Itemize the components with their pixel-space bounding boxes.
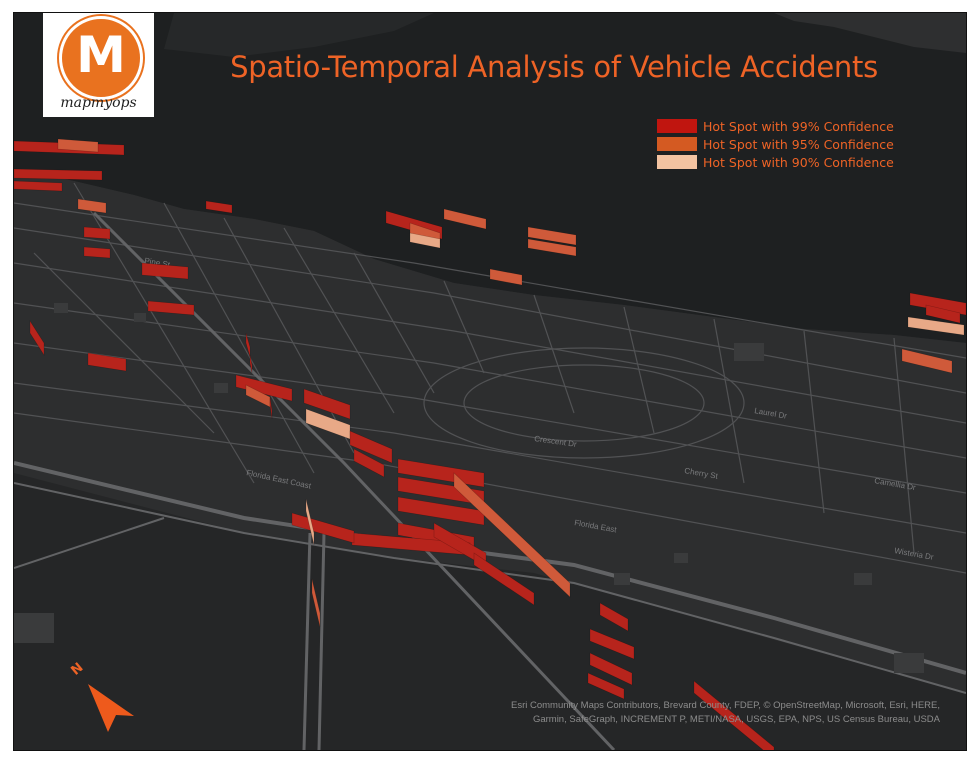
hotspot-bar [83, 246, 111, 259]
map-canvas[interactable]: Florida East Coast Florida East Crescent… [14, 13, 966, 750]
hotspot-bar [303, 388, 351, 420]
hotspot-bar [57, 138, 99, 153]
legend-label: Hot Spot with 90% Confidence [703, 154, 894, 170]
hotspot-bar [235, 374, 293, 402]
hotspot-bar [453, 472, 571, 598]
legend-item: Hot Spot with 90% Confidence [657, 153, 894, 171]
hotspot-bar [77, 198, 107, 214]
hotspot-bar [599, 602, 629, 632]
hotspot-bar [349, 430, 393, 464]
hotspot-bar [901, 348, 953, 374]
hotspot-bar [909, 292, 966, 316]
attribution-line: Esri Community Maps Contributors, Brevar… [510, 700, 940, 711]
hotspot-bar [443, 208, 487, 230]
hotspot-bar [589, 652, 633, 686]
hotspot-bar [147, 300, 195, 316]
hotspot-bar [353, 448, 385, 478]
hotspot-bar [489, 268, 523, 286]
legend-label: Hot Spot with 99% Confidence [703, 118, 894, 134]
hotspot-bar [311, 578, 321, 628]
hotspot-bar [693, 680, 775, 750]
hotspot-bar [397, 458, 485, 488]
logo-wordmark: mapmyops [60, 95, 137, 111]
legend-label: Hot Spot with 95% Confidence [703, 136, 894, 152]
legend-swatch-99 [657, 119, 697, 133]
map-attribution: Esri Community Maps Contributors, Brevar… [444, 699, 940, 727]
hotspot-bar [269, 396, 273, 420]
river-water [14, 13, 966, 343]
hotspot-bar [527, 226, 577, 246]
hotspot-bar [83, 226, 111, 240]
logo-circle: M [59, 16, 143, 100]
legend: Hot Spot with 99% Confidence Hot Spot wi… [657, 117, 894, 171]
buildings [14, 303, 924, 673]
north-arrow-icon [88, 684, 134, 732]
map-frame: Florida East Coast Florida East Crescent… [14, 13, 966, 750]
logo: M mapmyops [43, 13, 154, 117]
legend-swatch-90 [657, 155, 697, 169]
hotspot-bar [245, 384, 271, 408]
hotspot-bar [925, 304, 961, 324]
map-title: Spatio-Temporal Analysis of Vehicle Acci… [230, 50, 878, 84]
hotspot-bar [409, 232, 441, 249]
north-arrow: N [66, 658, 146, 738]
hotspot-bar [14, 180, 63, 192]
legend-swatch-95 [657, 137, 697, 151]
hotspot-bar [87, 352, 127, 372]
hotspot-bar [527, 238, 577, 257]
hotspot-bar [473, 552, 535, 606]
hotspot-bar [305, 498, 315, 546]
hotspot-bar [907, 316, 965, 336]
hotspot-bar [141, 262, 189, 280]
hotspot-bar [205, 200, 233, 214]
hotspot-bar [29, 319, 45, 357]
legend-item: Hot Spot with 99% Confidence [657, 117, 894, 135]
attribution-line: Garmin, SafeGraph, INCREMENT P, METI/NAS… [532, 714, 940, 725]
legend-item: Hot Spot with 95% Confidence [657, 135, 894, 153]
hotspot-bar [589, 628, 635, 660]
hotspot-bar [291, 512, 355, 544]
hotspot-bar [249, 354, 253, 374]
hotspot-bar [587, 672, 625, 700]
hotspot-extrusions [14, 138, 966, 750]
hotspot-bar [397, 496, 485, 526]
logo-letter: M [76, 26, 126, 84]
far-shore [774, 13, 966, 53]
hotspot-bar [14, 168, 103, 181]
